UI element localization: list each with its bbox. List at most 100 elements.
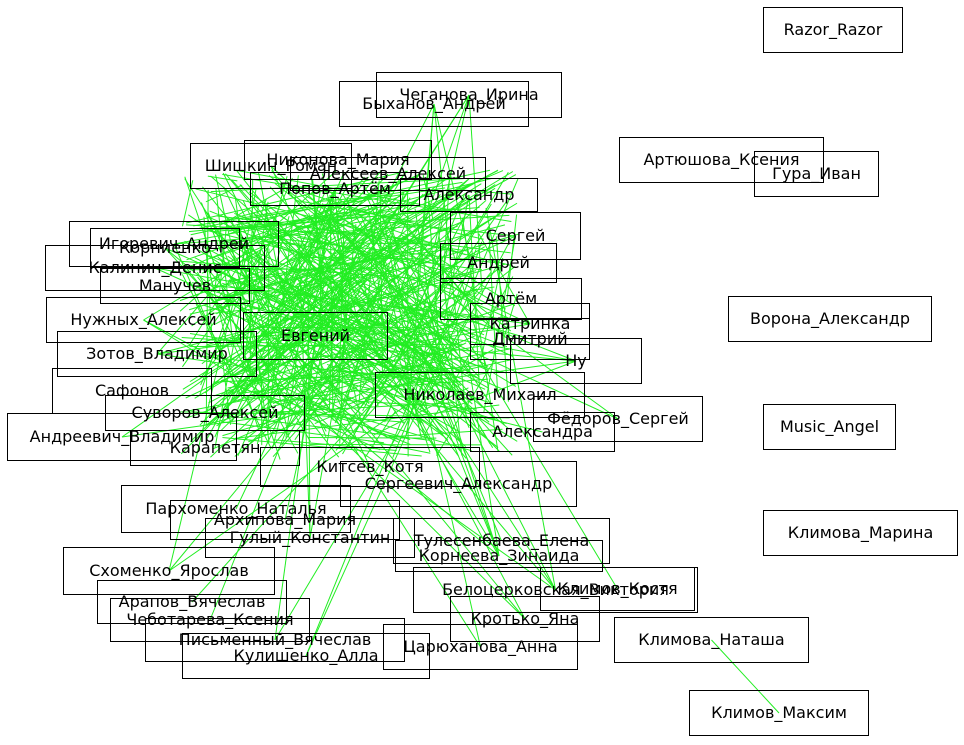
graph-node-artem_r[interactable]: Артём bbox=[440, 278, 582, 320]
edge bbox=[262, 330, 577, 362]
edge bbox=[360, 322, 403, 390]
graph-node-cheganova[interactable]: Чеганова_Ирина bbox=[376, 72, 562, 118]
graph-node-kornienko[interactable]: Корниенко bbox=[90, 228, 240, 268]
graph-node-music_angel[interactable]: Music_Angel bbox=[763, 404, 896, 450]
graph-node-fedor_sergey[interactable]: Фёдоров_Сергей bbox=[533, 396, 703, 442]
graph-node-gura[interactable]: Гура_Иван bbox=[754, 151, 879, 197]
edge bbox=[164, 247, 361, 409]
graph-node-gulyi[interactable]: Гулый_Константин bbox=[205, 518, 415, 558]
graph-node-shishkin[interactable]: Шишкин_Роман bbox=[190, 143, 352, 189]
edge bbox=[246, 396, 260, 431]
edge bbox=[215, 174, 265, 389]
edge bbox=[315, 335, 414, 382]
edge bbox=[246, 304, 507, 374]
edge bbox=[485, 207, 556, 591]
graph-node-tsaryukhanova[interactable]: Царюханова_Анна bbox=[383, 624, 578, 670]
graph-node-popov[interactable]: Попов_Артём bbox=[250, 172, 420, 206]
graph-node-alekseev_aleksey[interactable]: Алексеев_Алексей bbox=[290, 157, 486, 191]
graph-node-nikolaev[interactable]: Николаев_Михаил bbox=[375, 372, 585, 418]
edge bbox=[195, 303, 243, 399]
edge bbox=[274, 313, 471, 641]
edge bbox=[220, 187, 287, 226]
edge bbox=[281, 277, 395, 446]
graph-node-klimov_maksim[interactable]: Климов_Максим bbox=[689, 690, 869, 736]
graph-node-klimova_marina[interactable]: Климова_Марина bbox=[763, 510, 958, 556]
edge bbox=[297, 394, 526, 620]
graph-node-arapov[interactable]: Арапов_Вячеслав bbox=[97, 580, 287, 624]
edge bbox=[223, 186, 260, 262]
edge bbox=[392, 289, 463, 458]
graph-node-nikonova[interactable]: Никонова_Мария bbox=[244, 140, 432, 180]
graph-node-chebotareva[interactable]: Чеботарева_Ксения bbox=[110, 598, 310, 642]
edge bbox=[235, 324, 325, 510]
graph-node-kalinin[interactable]: Калинин_Денис bbox=[45, 245, 265, 291]
edge bbox=[433, 103, 467, 419]
graph-node-klimova_natasha[interactable]: Климова_Наташа bbox=[614, 617, 809, 663]
edge bbox=[348, 373, 448, 436]
edge bbox=[410, 306, 556, 591]
edge bbox=[418, 265, 503, 333]
edge bbox=[334, 355, 445, 438]
edge bbox=[209, 238, 365, 621]
graph-node-sergey_r[interactable]: Сергей bbox=[450, 212, 581, 260]
graph-node-shkhomenko[interactable]: Схоменко_Ярослав bbox=[63, 547, 275, 595]
edge bbox=[228, 240, 490, 389]
edge bbox=[249, 179, 254, 376]
edge bbox=[173, 208, 366, 245]
graph-node-korneeva[interactable]: Корнеева_Зинаида bbox=[395, 540, 603, 572]
edge bbox=[200, 364, 422, 427]
edge bbox=[388, 220, 500, 557]
graph-node-arkhipova[interactable]: Архипова_Мария bbox=[170, 500, 400, 540]
edge bbox=[288, 188, 336, 335]
graph-node-zotov[interactable]: Зотов_Владимир bbox=[57, 331, 257, 377]
edge bbox=[314, 190, 321, 227]
edge bbox=[168, 288, 238, 572]
graph-node-sergeevich[interactable]: Сергеевич_Александр bbox=[340, 461, 577, 507]
graph-node-pismennyi[interactable]: Письменный_Вячеслав bbox=[145, 618, 405, 662]
graph-node-krotko[interactable]: Кротько_Яна bbox=[450, 596, 600, 642]
graph-node-igorevich[interactable]: Игоревич_Андрей bbox=[69, 221, 279, 267]
edge bbox=[503, 293, 518, 339]
edge bbox=[173, 225, 417, 245]
edge bbox=[233, 194, 470, 377]
edge bbox=[309, 300, 354, 539]
edge bbox=[256, 236, 337, 294]
edge bbox=[292, 210, 531, 325]
edge bbox=[305, 322, 458, 657]
edge bbox=[286, 186, 416, 228]
graph-node-andreevich[interactable]: Андреевич_Владимир bbox=[7, 413, 237, 461]
graph-node-artyushova[interactable]: Артюшова_Ксения bbox=[619, 137, 824, 183]
graph-node-vorona[interactable]: Ворона_Александр bbox=[728, 296, 932, 342]
graph-node-manuchev[interactable]: Манучев bbox=[100, 268, 250, 304]
edge bbox=[458, 213, 501, 242]
graph-node-bykhanov[interactable]: Быханов_Андрей bbox=[339, 81, 529, 127]
edge bbox=[156, 353, 314, 378]
edge bbox=[270, 165, 359, 377]
graph-node-razor[interactable]: Razor_Razor bbox=[763, 7, 903, 53]
edge bbox=[231, 255, 481, 648]
graph-node-parkhomenko[interactable]: Пархоменко_Наталья bbox=[121, 485, 351, 533]
edge bbox=[298, 241, 311, 539]
graph-node-aleksandra[interactable]: Александра bbox=[470, 412, 615, 452]
graph-node-aleksandr1[interactable]: Александр bbox=[400, 178, 538, 212]
graph-node-andrey_r[interactable]: Андрей bbox=[440, 243, 557, 283]
edge bbox=[234, 197, 270, 443]
graph-node-nuzhnykh[interactable]: Нужных_Алексей bbox=[46, 297, 241, 343]
graph-node-kulishenko[interactable]: Кулишенко_Алла bbox=[182, 633, 430, 679]
graph-node-kitsev[interactable]: Китсев_Котя bbox=[260, 447, 480, 487]
graph-node-karapetyan[interactable]: Карапетян bbox=[130, 430, 300, 466]
edge bbox=[230, 239, 619, 420]
edge bbox=[455, 178, 519, 326]
edge bbox=[168, 282, 409, 572]
edge bbox=[328, 263, 505, 315]
edge bbox=[164, 247, 486, 390]
edge bbox=[284, 284, 338, 521]
edge bbox=[121, 407, 325, 438]
edge bbox=[371, 235, 516, 304]
graph-node-klimov_kostya[interactable]: Климов_Костя bbox=[540, 567, 695, 611]
edge bbox=[244, 345, 500, 557]
graph-node-evgeniy[interactable]: Евгений bbox=[243, 312, 388, 360]
graph-node-nu[interactable]: Ну bbox=[510, 338, 642, 384]
edge bbox=[322, 170, 498, 261]
edge bbox=[380, 220, 516, 237]
